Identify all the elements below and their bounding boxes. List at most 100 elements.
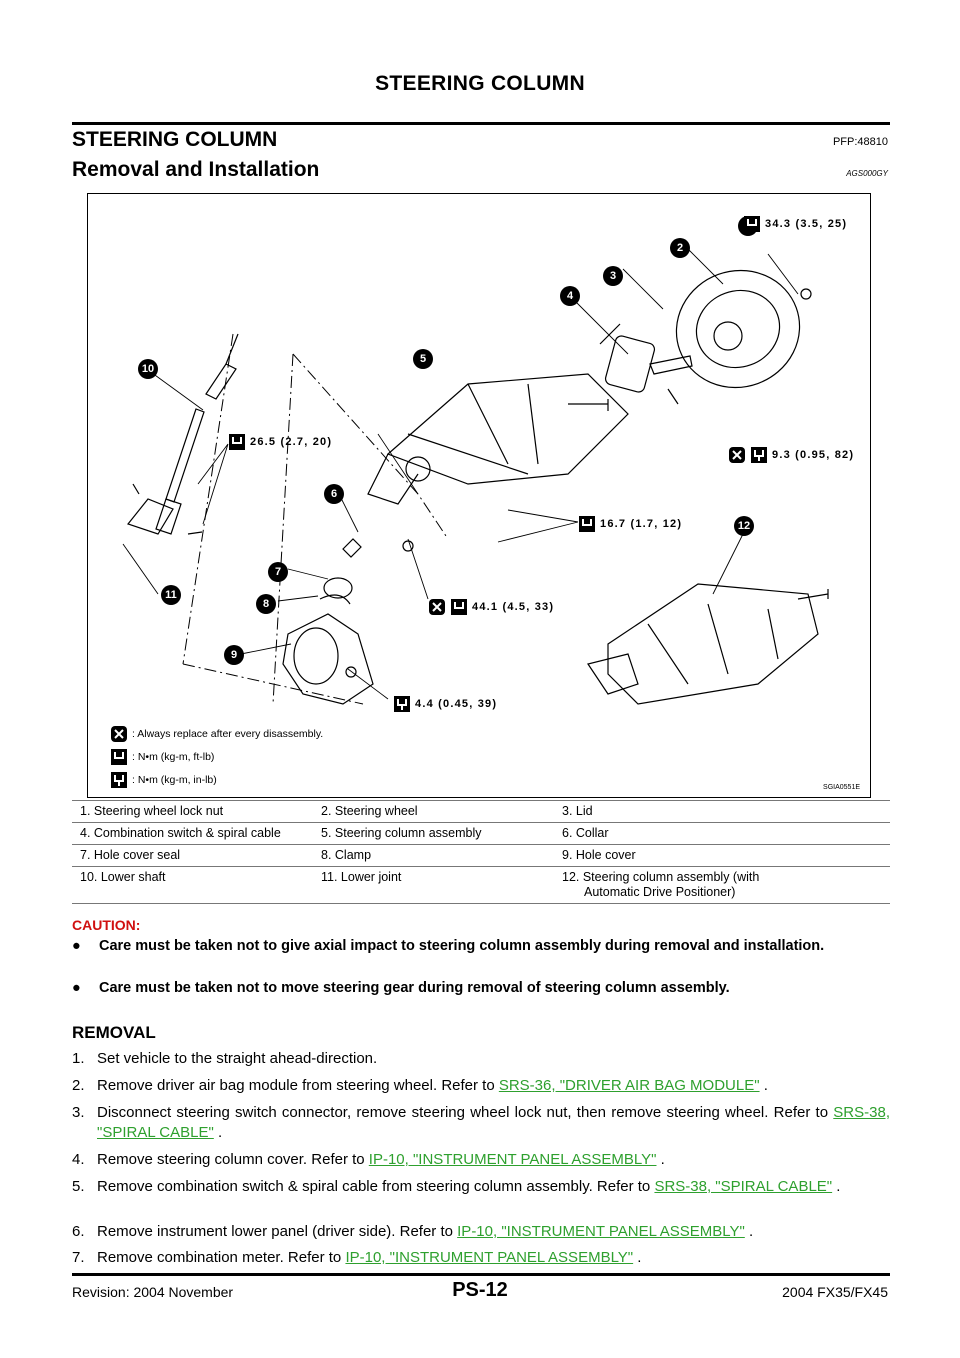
- callout-2: 2: [670, 238, 690, 258]
- subsection-title: Removal and Installation: [72, 158, 320, 181]
- table-row: 4. Combination switch & spiral cable 5. …: [72, 822, 890, 845]
- reference-link[interactable]: IP-10, "INSTRUMENT PANEL ASSEMBLY": [368, 1151, 657, 1168]
- step-text-after: .: [744, 1223, 754, 1240]
- table-cell: 11. Lower joint: [313, 866, 554, 904]
- reference-link[interactable]: SRS-36, "DRIVER AIR BAG MODULE": [498, 1077, 760, 1094]
- step-text-body: Remove combination switch & spiral cable…: [97, 1178, 655, 1195]
- step-number: 4.: [72, 1151, 85, 1168]
- table-cell: 4. Combination switch & spiral cable: [72, 822, 313, 845]
- table-row: 1. Steering wheel lock nut 2. Steering w…: [72, 800, 890, 823]
- figure-code: SGIA0551E: [823, 784, 860, 791]
- footer-page-number: PS-12: [452, 1279, 508, 1301]
- torque-wrench-icon: [743, 215, 761, 233]
- callout-10: 10: [138, 359, 158, 379]
- torque-wrench-icon: [578, 515, 596, 533]
- step-text-body: Remove driver air bag module from steeri…: [97, 1077, 499, 1094]
- step-text-body: Remove instrument lower panel (driver si…: [97, 1223, 458, 1240]
- removal-title: REMOVAL: [72, 1023, 156, 1042]
- torque-wrench-inlb-icon: [750, 446, 768, 464]
- callout-7: 7: [268, 562, 288, 582]
- step-number: 6.: [72, 1223, 85, 1240]
- table-cell-line: 12. Steering column assembly (with: [562, 870, 760, 884]
- torque-wrench-inlb-icon: [393, 695, 411, 713]
- table-row: 10. Lower shaft 11. Lower joint 12. Stee…: [72, 866, 890, 904]
- footer-rule: [72, 1273, 890, 1276]
- torque-label-1: 34.3 (3.5, 25): [765, 218, 848, 230]
- table-cell: 5. Steering column assembly: [313, 822, 554, 845]
- torque-label-6: 4.4 (0.45, 39): [415, 698, 498, 710]
- legend-replace-icon: [110, 725, 128, 743]
- reference-link[interactable]: IP-10, "INSTRUMENT PANEL ASSEMBLY": [457, 1223, 745, 1240]
- torque-wrench-icon: [228, 433, 246, 451]
- callout-9: 9: [224, 645, 244, 665]
- replace-icon: [428, 598, 446, 616]
- steering-wheel-shape: [675, 269, 801, 389]
- page-header-title: STEERING COLUMN: [375, 72, 585, 95]
- caution-text: Care must be taken not to move steering …: [99, 980, 730, 996]
- torque-label-5: 44.1 (4.5, 33): [472, 601, 555, 613]
- step-text-after: .: [656, 1151, 665, 1168]
- step-number: 7.: [72, 1249, 85, 1266]
- callout-6: 6: [324, 484, 344, 504]
- table-row: 7. Hole cover seal 8. Clamp 9. Hole cove…: [72, 844, 890, 867]
- bullet-icon: ●: [72, 980, 81, 996]
- legend-torque-wrench-icon: [110, 748, 128, 766]
- section-pfp-code: PFP:48810: [832, 136, 888, 148]
- table-cell: 7. Hole cover seal: [72, 844, 313, 867]
- step-text-body: Remove steering column cover. Refer to: [97, 1151, 369, 1168]
- step-number: 5.: [72, 1178, 85, 1195]
- torque-label-3: 26.5 (2.7, 20): [250, 436, 333, 448]
- table-cell-line: Automatic Drive Positioner): [584, 885, 736, 899]
- table-cell: 10. Lower shaft: [72, 866, 313, 904]
- table-cell: 2. Steering wheel: [313, 800, 554, 823]
- step-text-body: Set vehicle to the straight ahead-direct…: [97, 1050, 378, 1067]
- callout-8: 8: [256, 594, 276, 614]
- step-text: Disconnect steering switch connector, re…: [97, 1103, 890, 1143]
- reference-link[interactable]: SRS-38, "SPIRAL CABLE": [654, 1178, 833, 1195]
- legend-text-ftlb: : N•m (kg-m, ft-lb): [132, 751, 215, 763]
- section-title: STEERING COLUMN: [72, 128, 278, 151]
- legend-text-replace: : Always replace after every disassembly…: [132, 728, 324, 740]
- table-cell: 1. Steering wheel lock nut: [72, 800, 313, 823]
- callout-3: 3: [603, 266, 623, 286]
- callout-12: 12: [734, 516, 754, 536]
- footer-model: 2004 FX35/FX45: [782, 1284, 888, 1300]
- reference-link[interactable]: SRS-38, "SPIRAL CABLE": [97, 1104, 890, 1141]
- step-text: Remove steering column cover. Refer to I…: [97, 1150, 890, 1170]
- step-text-body: Remove combination meter. Refer to: [97, 1249, 346, 1266]
- replace-icon: [728, 446, 746, 464]
- step-text-after: .: [633, 1249, 642, 1266]
- caution-title: CAUTION:: [72, 917, 141, 933]
- table-cell: 8. Clamp: [313, 844, 554, 867]
- step-text-after: .: [213, 1124, 223, 1141]
- torque-label-4: 16.7 (1.7, 12): [600, 518, 683, 530]
- step-number: 1.: [72, 1050, 85, 1067]
- step-text-after: .: [759, 1077, 768, 1094]
- exploded-view-figure: 1 2 3 4 5 6 7 8 9 10 11 12 34.3 (3.5, 25…: [87, 193, 871, 798]
- step-text: Remove combination switch & spiral cable…: [97, 1177, 890, 1197]
- table-cell: 6. Collar: [554, 822, 890, 845]
- callout-11: 11: [161, 585, 181, 605]
- table-cell: 3. Lid: [554, 800, 890, 823]
- reference-link[interactable]: IP-10, "INSTRUMENT PANEL ASSEMBLY": [345, 1249, 634, 1266]
- torque-label-2: 9.3 (0.95, 82): [772, 449, 855, 461]
- legend-torque-wrench-inlb-icon: [110, 771, 128, 789]
- caution-text: Care must be taken not to give axial imp…: [99, 938, 825, 954]
- footer-revision: Revision: 2004 November: [72, 1284, 234, 1300]
- exploded-view-drawing: [122, 243, 829, 705]
- callout-5: 5: [413, 349, 433, 369]
- torque-wrench-icon: [450, 598, 468, 616]
- step-number: 2.: [72, 1077, 85, 1094]
- step-number: 3.: [72, 1104, 85, 1121]
- step-text: Set vehicle to the straight ahead-direct…: [97, 1049, 890, 1069]
- parts-list-table: 1. Steering wheel lock nut 2. Steering w…: [72, 800, 890, 904]
- bullet-icon: ●: [72, 938, 81, 954]
- step-text: Remove driver air bag module from steeri…: [97, 1076, 890, 1096]
- callout-4: 4: [560, 286, 580, 306]
- subsection-code: AGS000GY: [846, 169, 888, 178]
- step-text-body: Disconnect steering switch connector, re…: [97, 1104, 834, 1121]
- header-rule: [72, 122, 890, 125]
- step-text: Remove combination meter. Refer to IP-10…: [97, 1248, 890, 1268]
- step-text-after: .: [832, 1178, 841, 1195]
